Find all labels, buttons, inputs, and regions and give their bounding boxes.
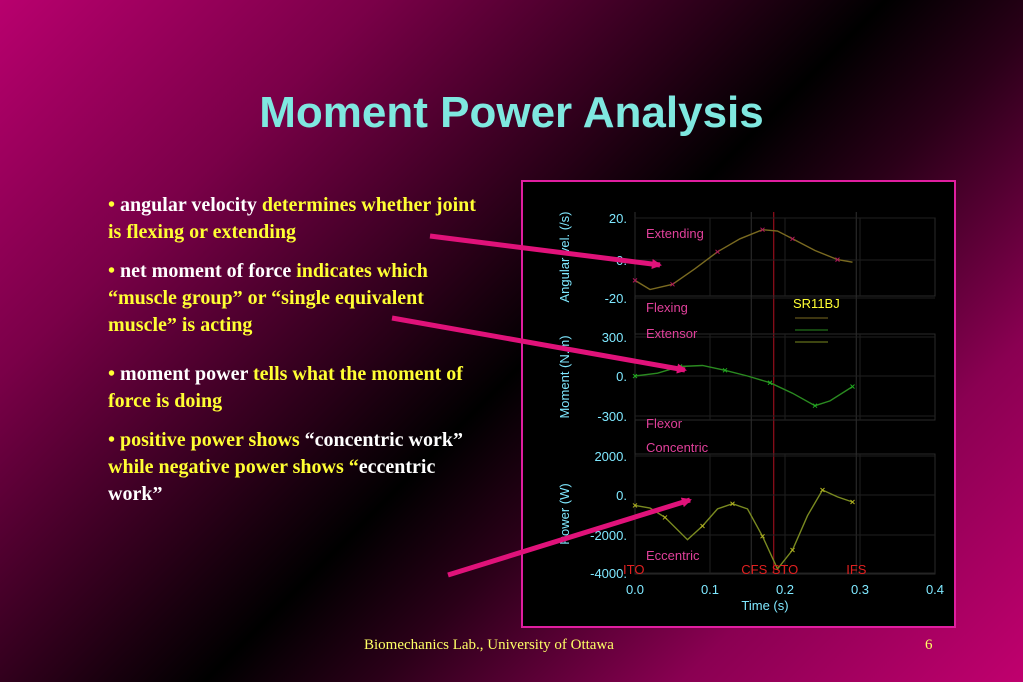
data-point <box>670 281 675 287</box>
bullet-item: • angular velocity determines whether jo… <box>108 192 478 246</box>
x-tick-label: 0.3 <box>851 582 869 597</box>
y-axis-label: Moment (N.m) <box>557 335 572 418</box>
data-point <box>662 515 668 520</box>
event-label: ITO <box>623 562 644 577</box>
bullet-text: • <box>108 363 121 385</box>
data-point <box>812 403 818 409</box>
y-tick-label: 300. <box>602 330 627 345</box>
series-line <box>634 364 853 407</box>
y-tick-label: -300. <box>597 409 627 424</box>
region-annotation: Extensor <box>646 326 698 341</box>
legend-title: SR11BJ <box>793 296 840 311</box>
x-tick-label: 0.0 <box>626 582 644 597</box>
data-point <box>632 373 638 379</box>
y-tick-label: 0. <box>616 488 627 503</box>
bullet-text: positive power shows <box>120 429 305 451</box>
y-tick-label: 20. <box>609 211 627 226</box>
bullet-text: indicates which “muscle group” or “singl… <box>108 260 428 336</box>
x-tick-label: 0.4 <box>926 582 944 597</box>
slide-title: Moment Power Analysis <box>259 88 764 137</box>
event-label: IFS <box>846 562 867 577</box>
x-axis-label: Time (s) <box>741 598 788 613</box>
x-tick-label: 0.2 <box>776 582 794 597</box>
bullet-text: “concentric work” <box>304 429 463 451</box>
data-point <box>760 227 765 233</box>
data-point <box>700 523 705 529</box>
page-number: 6 <box>925 637 933 653</box>
y-tick-label: 2000. <box>594 449 627 464</box>
data-point <box>722 367 728 373</box>
footer-text: Biomechanics Lab., University of Ottawa <box>364 637 614 653</box>
bullet-text: while negative power shows “ <box>108 456 359 478</box>
y-axis-label: Power (W) <box>557 483 572 544</box>
data-point <box>835 257 840 262</box>
bullet-text: angular velocity <box>120 194 262 216</box>
bullet-text: determines whether joint is flexing or e… <box>108 194 476 243</box>
y-tick-label: 0. <box>616 369 627 384</box>
data-point <box>730 501 735 507</box>
region-annotation: Extending <box>646 226 704 241</box>
bullet-text: • <box>108 194 121 216</box>
data-point <box>790 236 795 242</box>
bullet-text: • <box>108 260 121 282</box>
bullet-item: • net moment of force indicates which “m… <box>108 258 478 339</box>
bullet-item: • positive power shows “concentric work”… <box>108 427 478 508</box>
y-tick-label: 0. <box>616 253 627 268</box>
bullet-text: • <box>108 429 121 451</box>
y-tick-label: -20. <box>605 291 627 306</box>
data-point <box>760 533 765 539</box>
event-label: CFS <box>741 562 767 577</box>
bullet-text: net moment of force <box>120 260 297 282</box>
kinematics-chart: 20. 0. -20. Angular vel. (/s) ExtendingFlexi… <box>557 211 944 613</box>
y-tick-label: -4000. <box>590 566 627 581</box>
data-point <box>790 547 795 553</box>
data-point <box>850 384 855 389</box>
series-line <box>634 228 853 291</box>
event-label: STO <box>772 562 799 577</box>
data-point <box>767 380 773 386</box>
region-annotation: Concentric <box>646 440 709 455</box>
bullet-text: eccentric work” <box>108 456 436 505</box>
bullet-list: • angular velocity determines whether jo… <box>108 192 478 520</box>
data-point <box>632 278 638 283</box>
bullet-item: • moment power tells what the moment of … <box>108 361 478 415</box>
region-annotation: Eccentric <box>646 548 700 563</box>
bullet-text: moment power <box>120 363 253 385</box>
y-tick-label: -2000. <box>590 528 627 543</box>
data-point <box>850 499 855 505</box>
data-point <box>715 249 720 255</box>
data-point <box>820 487 825 493</box>
x-tick-label: 0.1 <box>701 582 719 597</box>
y-axis-label: Angular vel. (/s) <box>557 211 572 302</box>
region-annotation: Flexor <box>646 416 683 431</box>
region-annotation: Flexing <box>646 300 688 315</box>
